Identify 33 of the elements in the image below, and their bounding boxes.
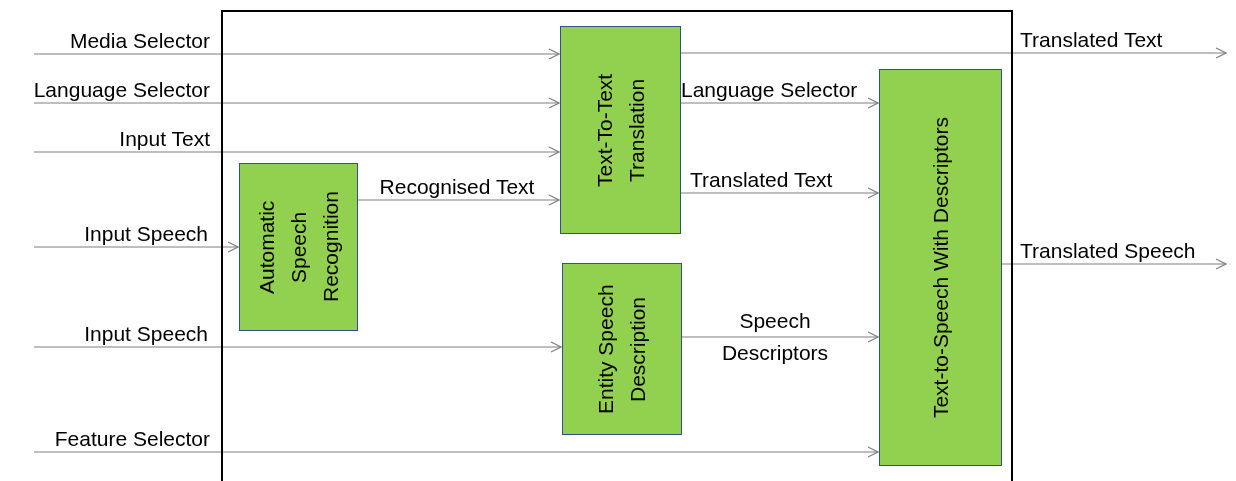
arrow (679, 47, 1227, 59)
frame-box (221, 10, 1013, 481)
box-label: Text-To-Text Translation (591, 72, 649, 189)
edge-label: Input Speech (83, 321, 208, 346)
box-label: Entity Speech Description (593, 283, 650, 416)
arrow (33, 146, 560, 158)
edge-label: Translated Text (1020, 27, 1164, 52)
arrow (356, 194, 560, 206)
edge-label: Language Selector (681, 77, 859, 102)
arrow (33, 446, 879, 458)
arrow (679, 97, 879, 109)
edge-label: Input Text (118, 126, 210, 151)
process-box (239, 163, 358, 331)
edge-label: Translated Text (690, 167, 834, 192)
arrow (680, 331, 879, 343)
edge-label: Recognised Text (378, 174, 536, 199)
process-box (879, 69, 1002, 466)
edge-label: Media Selector (68, 28, 210, 53)
edge-label: Language Selector (32, 77, 210, 102)
edge-label: Feature Selector (53, 426, 210, 451)
arrow (33, 241, 239, 253)
box-label: Automatic Speech Recognition (253, 190, 343, 305)
arrow (33, 48, 560, 60)
arrow (679, 187, 879, 199)
edge-label: Input Speech (83, 221, 208, 246)
process-box (560, 26, 681, 234)
process-box (562, 263, 682, 435)
box-label: Text-to-Speech With Descriptors (927, 116, 953, 419)
arrow (33, 97, 560, 109)
arrow (1000, 258, 1227, 270)
arrow (33, 341, 562, 353)
edge-label: Translated Speech (1020, 238, 1197, 263)
edge-label: Speech Descriptors (720, 308, 830, 366)
